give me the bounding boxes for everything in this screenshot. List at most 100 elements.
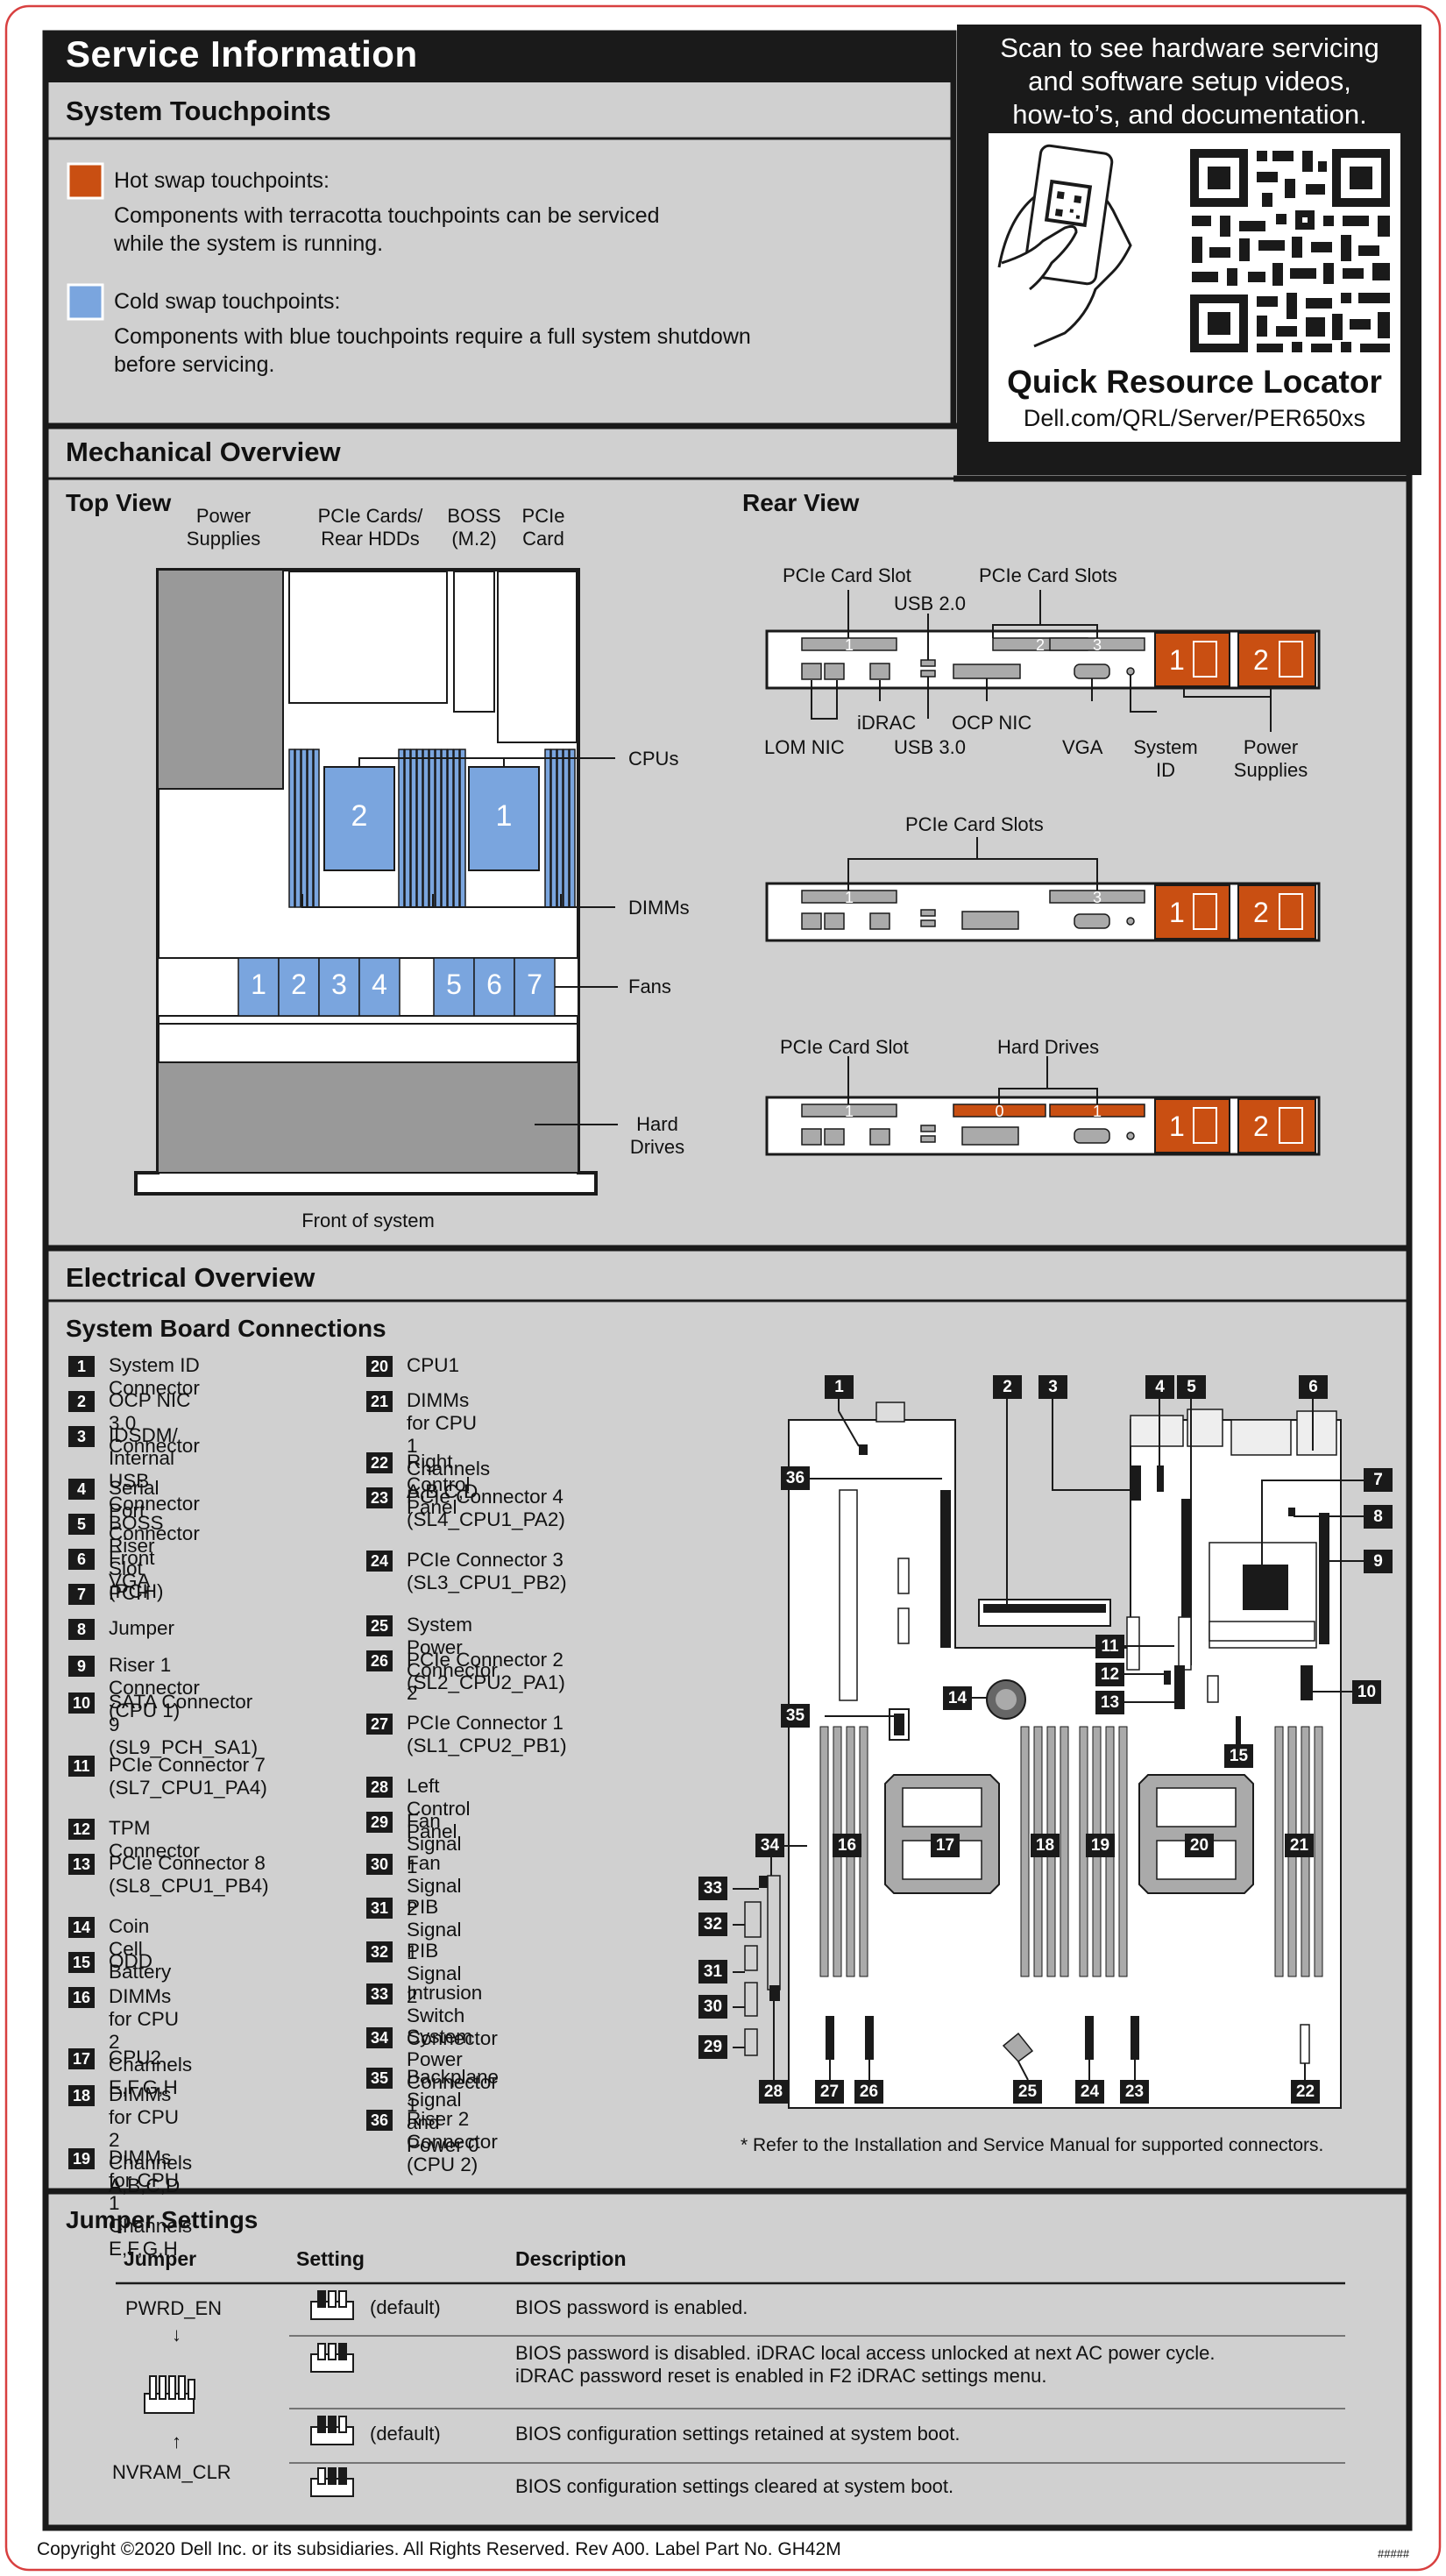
board-callout: 32 [698, 1912, 727, 1936]
connector-label: TPM Connector [109, 1817, 200, 1862]
setting-default: (default) [370, 2423, 441, 2445]
rear3-psu-number: 1 [1169, 1111, 1185, 1142]
connector-number-badge: 25 [366, 1615, 393, 1636]
hot-swap-line2: while the system is running. [114, 231, 384, 256]
connector-label: Right Control Panel [407, 1451, 471, 1518]
nvram-clr-label: NVRAM_CLR [112, 2461, 231, 2483]
rear1-usb20-label: USB 2.0 [894, 593, 966, 614]
top-view-title: Top View [66, 489, 172, 516]
board-callout: 22 [1291, 2080, 1320, 2104]
connector-label: PCIe Connector 8 (SL8_CPU1_PB4) [109, 1852, 269, 1897]
rear2-slot-number: 3 [1092, 889, 1102, 906]
jumper-row-desc: BIOS configuration settings retained at … [515, 2423, 960, 2445]
connector-label: PIB Signal 1 [407, 1896, 462, 1963]
pcie-card-label: PCIe Card [521, 505, 565, 550]
qrl-line3: how-to’s, and documentation. [1012, 99, 1367, 130]
board-callout: 16 [833, 1834, 861, 1857]
connector-label: Backplane Signal and Power 0 [407, 2066, 500, 2156]
connector-label: PCIe Connector 7 (SL7_CPU1_PA4) [109, 1754, 267, 1799]
cold-swap-label: Cold swap touchpoints: [114, 289, 341, 314]
cold-swap-line1: Components with blue touchpoints require… [114, 324, 751, 349]
cpus-label: CPUs [628, 748, 679, 770]
rear1-usb30-label: USB 3.0 [894, 736, 966, 758]
qrl-url[interactable]: Dell.com/QRL/Server/PER650xs [1023, 405, 1366, 431]
connector-number-badge: 1 [68, 1356, 95, 1377]
board-callout: 34 [755, 1834, 784, 1857]
connector-label: SATA Connector 9 (SL9_PCH_SA1) [109, 1691, 259, 1758]
connector-number-badge: 27 [366, 1714, 393, 1735]
connector-number-badge: 23 [366, 1487, 393, 1508]
connector-number-badge: 7 [68, 1584, 95, 1605]
pwrd-en-label: PWRD_EN [125, 2297, 223, 2319]
rear1-idrac-label: iDRAC [857, 712, 917, 734]
connector-label: System ID Connector [109, 1354, 200, 1399]
electrical-title: Electrical Overview [66, 1262, 315, 1293]
board-callout: 24 [1075, 2080, 1104, 2104]
cold-swap-line2: before servicing. [114, 352, 275, 377]
board-callout: 7 [1364, 1468, 1393, 1492]
rear3-drive-number: 0 [995, 1103, 1004, 1120]
board-callout: 13 [1095, 1691, 1124, 1714]
board-callout: 15 [1224, 1744, 1253, 1768]
dimms-label: DIMMs [628, 897, 690, 919]
board-callout: 3 [1038, 1375, 1067, 1399]
connector-number-badge: 15 [68, 1952, 95, 1973]
board-callout: 23 [1120, 2080, 1149, 2104]
board-callout: 12 [1095, 1663, 1124, 1686]
connector-number-badge: 4 [68, 1479, 95, 1500]
connector-number-badge: 20 [366, 1356, 393, 1377]
connector-label: OCP NIC 3.0 Connector [109, 1389, 200, 1457]
connector-number-badge: 18 [68, 2085, 95, 2106]
rear3-hard-drives-label: Hard Drives [997, 1036, 1100, 1058]
connector-label: Serial Port Connector [109, 1477, 200, 1544]
fan-number: 2 [291, 969, 307, 1000]
board-callout: 14 [943, 1686, 972, 1710]
rear3-drive-number: 1 [1092, 1103, 1102, 1120]
connector-number-badge: 13 [68, 1854, 95, 1875]
connector-label: PCIe Connector 2 (SL2_CPU2_PA1) [407, 1649, 565, 1693]
board-callout: 17 [931, 1834, 960, 1857]
board-callout: 1 [825, 1375, 854, 1399]
rear1-pcie-card-slot-label: PCIe Card Slot [783, 564, 911, 586]
board-callout: 8 [1364, 1505, 1393, 1529]
board-callout: 25 [1013, 2080, 1042, 2104]
setting-default: (default) [370, 2296, 441, 2318]
connector-number-badge: 28 [366, 1777, 393, 1798]
connector-number-badge: 2 [68, 1391, 95, 1412]
front-of-system-label: Front of system [301, 1210, 435, 1231]
board-callout: 29 [698, 2035, 727, 2059]
hot-swap-line1: Components with terracotta touchpoints c… [114, 203, 660, 228]
connector-number-badge: 24 [366, 1551, 393, 1572]
connector-label: DIMMs for CPU 1 Channels A,B,C,D [407, 1389, 491, 1502]
connector-label: DIMMs for CPU 2 Channels E,F,G,H [109, 1985, 193, 2098]
board-callout: 11 [1095, 1635, 1124, 1658]
hard-drives-label: Hard Drives [629, 1113, 685, 1158]
rear3-psu-number: 2 [1253, 1111, 1269, 1142]
board-callout: 2 [993, 1375, 1022, 1399]
connector-label: CPU2 [109, 2047, 162, 2069]
connector-number-badge: 9 [68, 1656, 95, 1677]
fan-number: 1 [251, 969, 266, 1000]
connector-number-badge: 34 [366, 2027, 393, 2048]
fans-label: Fans [628, 976, 671, 997]
board-callout: 21 [1285, 1834, 1314, 1857]
rear1-system-id-label: System ID [1133, 736, 1198, 781]
jumper-row-desc: BIOS password is enabled. [515, 2296, 748, 2318]
connector-number-badge: 14 [68, 1917, 95, 1938]
fan-number: 7 [527, 969, 542, 1000]
connector-label: PIB Signal 2 [407, 1940, 462, 2007]
connector-label: Fan Signal 1 [407, 1810, 462, 1877]
connector-label: PCIe Connector 4 (SL4_CPU1_PA2) [407, 1486, 565, 1530]
board-callout: 9 [1364, 1550, 1393, 1573]
rear2-psu-number: 2 [1253, 897, 1269, 928]
jumper-row-desc: BIOS password is disabled. iDRAC local a… [515, 2342, 1216, 2387]
connector-number-badge: 10 [68, 1692, 95, 1714]
connector-number-badge: 17 [68, 2048, 95, 2069]
touchpoints-title: System Touchpoints [66, 96, 331, 126]
qrl-title: Quick Resource Locator [1007, 364, 1382, 400]
rear1-psu-number: 1 [1169, 644, 1185, 676]
connector-label: PCH [109, 1582, 151, 1604]
connector-label: Riser 2 Connector (CPU 2) [407, 2108, 498, 2175]
arrow-down-icon: ↓ [172, 2324, 181, 2345]
